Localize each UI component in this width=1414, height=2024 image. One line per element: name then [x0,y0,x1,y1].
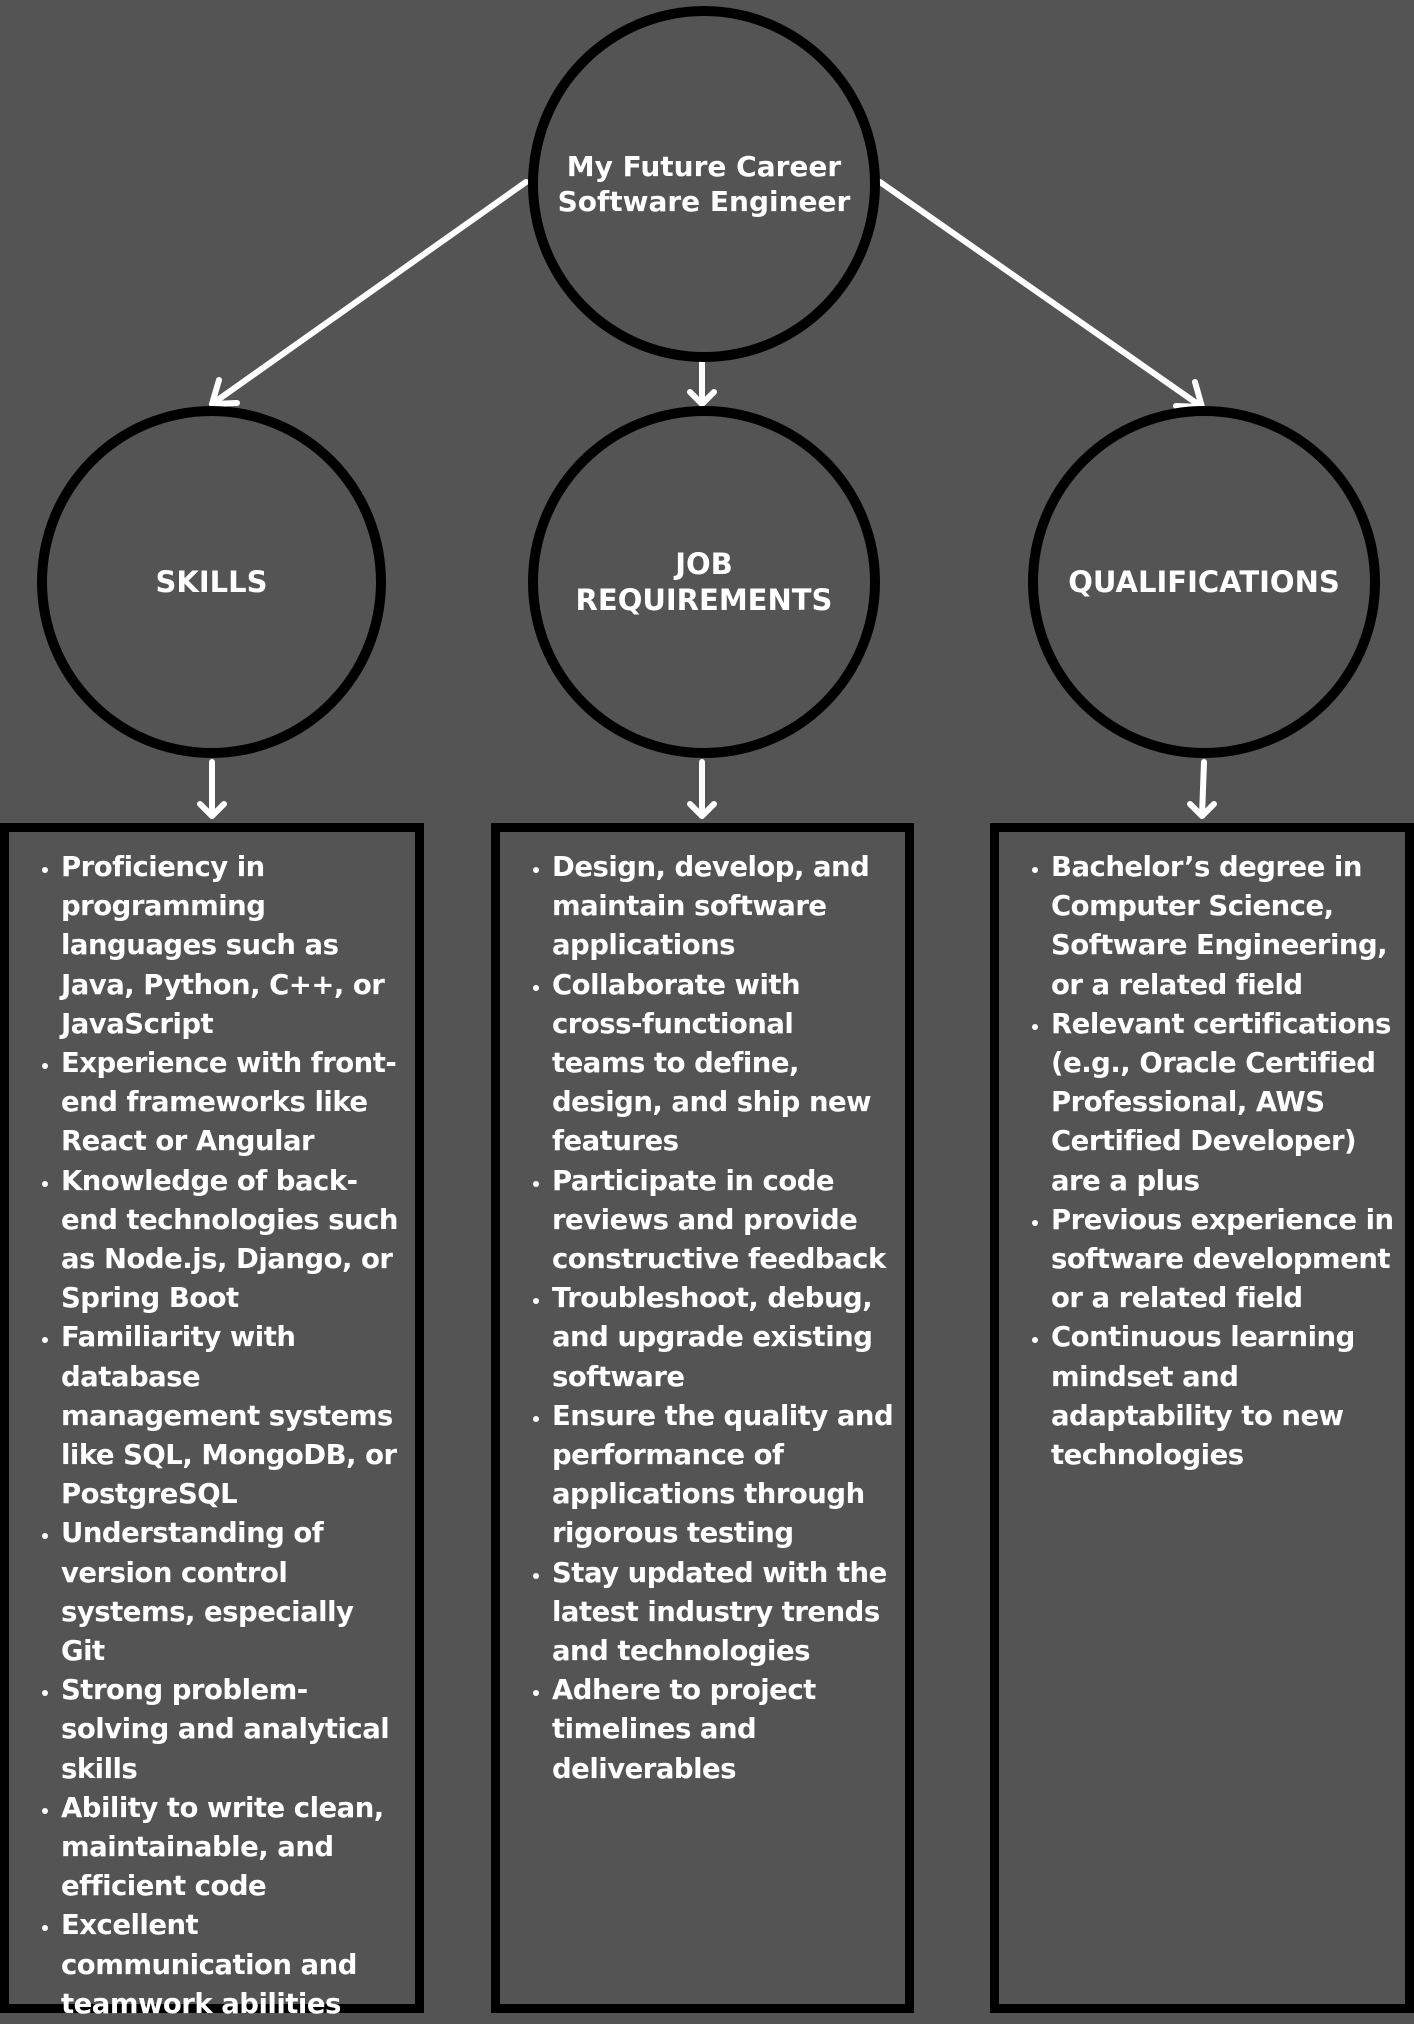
skills-circle: SKILLS [37,406,386,758]
skills-item: Proficiency in programming languages suc… [61,848,405,1044]
skills-title: SKILLS [155,564,268,599]
main-career-circle: My Future Career Software Engineer [528,6,880,362]
skills-item: Knowledge of back-end technologies such … [61,1162,405,1319]
job-requirements-item: Participate in code reviews and provide … [552,1162,895,1280]
skills-item: Strong problem-solving and analytical sk… [61,1671,405,1789]
skills-item: Familiarity with database management sys… [61,1318,405,1514]
arrow-main-to-qual [877,179,1205,410]
job-requirements-item: Collaborate with cross-functional teams … [552,966,895,1162]
arrowhead-jobreq-box [687,801,717,819]
skills-item: Ability to write clean, maintainable, an… [61,1789,405,1907]
qualifications-box: Bachelor’s degree in Computer Science, S… [990,823,1414,2013]
qualifications-item: Previous experience in software developm… [1051,1201,1395,1319]
job-requirements-title: JOB REQUIREMENTS [575,546,833,617]
arrowhead-jobreq [687,389,717,407]
arrow-qual-to-box [1199,759,1207,819]
qualifications-circle: QUALIFICATIONS [1028,406,1380,758]
job-requirements-item: Design, develop, and maintain software a… [552,848,895,966]
qualifications-item: Bachelor’s degree in Computer Science, S… [1051,848,1395,1005]
arrowhead-skills-box [197,801,227,819]
arrow-main-to-skills [209,179,529,407]
job-requirements-item: Troubleshoot, debug, and upgrade existin… [552,1279,895,1397]
qualifications-item: Continuous learning mindset and adaptabi… [1051,1318,1395,1475]
arrowhead-qual-box [1187,801,1217,819]
job-requirements-list: Design, develop, and maintain software a… [500,832,905,1789]
job-requirements-item: Stay updated with the latest industry tr… [552,1554,895,1672]
skills-item: Excellent communication and teamwork abi… [61,1906,405,2024]
job-requirements-box: Design, develop, and maintain software a… [491,823,914,2013]
job-requirements-item: Adhere to project timelines and delivera… [552,1671,895,1789]
job-requirements-circle: JOB REQUIREMENTS [528,406,880,758]
job-requirements-item: Ensure the quality and performance of ap… [552,1397,895,1554]
skills-list: Proficiency in programming languages suc… [9,832,415,2024]
skills-item: Experience with front-end frameworks lik… [61,1044,405,1162]
qualifications-list: Bachelor’s degree in Computer Science, S… [999,832,1405,1475]
qualifications-item: Relevant certifications (e.g., Oracle Ce… [1051,1005,1395,1201]
arrowhead-skills [209,377,240,407]
main-career-label: My Future Career Software Engineer [557,150,851,218]
qualifications-title: QUALIFICATIONS [1068,564,1340,599]
skills-box: Proficiency in programming languages suc… [0,823,424,2020]
skills-item: Understanding of version control systems… [61,1514,405,1671]
